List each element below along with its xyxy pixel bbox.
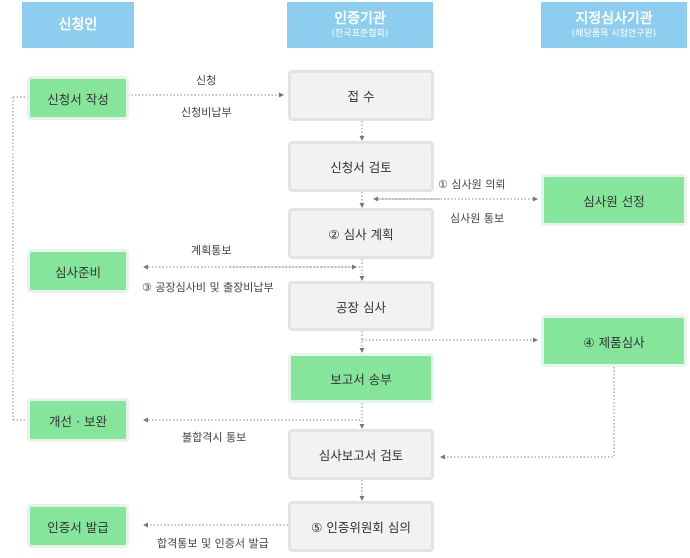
box-committee: ⑤ 인증위원회 심의 [288,501,434,552]
header-cert-body: 인증기관 (한국표준협회) [287,2,433,48]
label-fee: 신청비납부 [181,106,232,119]
box-report-send: 보고서 송부 [288,353,434,403]
box-plan: ② 심사 계획 [288,208,434,259]
box-receipt: 접 수 [288,70,434,121]
box-issue: 인증서 발급 [27,504,129,548]
label-pass: 합격통보 및 인증서 발급 [157,537,269,550]
box-review: 신청서 검토 [288,141,434,192]
header-applicant: 신청인 [22,2,134,48]
box-product: ④ 제품심사 [541,315,687,367]
box-prep: 심사준비 [27,249,129,293]
label-plan-notice: 계획통보 [191,244,232,257]
header-cert-body-subtitle: (한국표준협회) [331,28,389,39]
label-notify: 심사원 통보 [450,212,505,225]
box-select: 심사원 선정 [541,174,687,226]
label-fees: ③ 공장심사비 및 출장비납부 [142,281,274,294]
header-review-body-title: 지정심사기관 [575,10,653,27]
arrow-product-return [440,367,615,460]
header-review-body: 지정심사기관 (해당품목 시험연구원) [541,2,687,48]
box-application: 신청서 작성 [27,76,129,120]
label-noncomply: 불합격시 통보 [182,431,247,444]
header-cert-body-title: 인증기관 [334,10,386,27]
label-request: ① 심사원 의뢰 [438,178,506,191]
box-report-review: 심사보고서 검토 [288,429,434,480]
box-improve: 개선 · 보완 [27,398,129,442]
header-review-body-subtitle: (해당품목 시험연구원) [571,28,657,39]
header-applicant-title: 신청인 [58,16,98,33]
label-apply: 신청 [196,74,217,87]
box-factory: 공장 심사 [288,281,434,331]
